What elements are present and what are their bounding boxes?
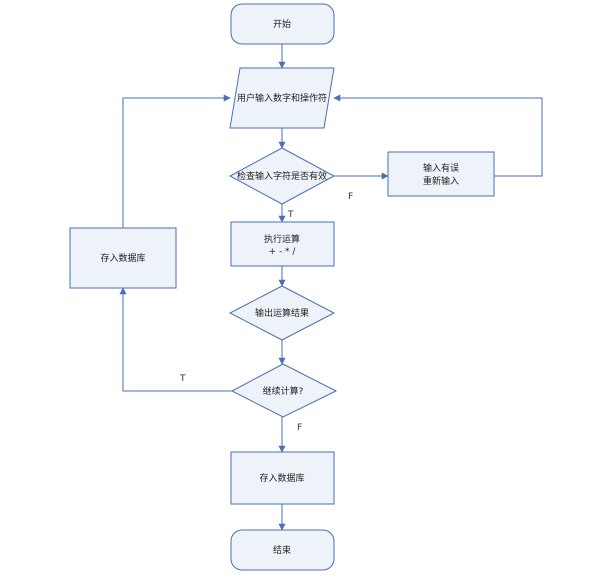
check-decision-shape: [228, 147, 336, 205]
edge-label-continue-false: F: [297, 423, 302, 433]
node-continue: 继续计算?: [230, 363, 338, 418]
execute-label-line1: 执行运算: [264, 233, 300, 245]
store-bottom-process-shape: [230, 451, 335, 505]
node-store-bottom: 存入数据库: [230, 451, 335, 505]
error-process-shape: [387, 151, 495, 197]
node-check: 检查输入字符是否有效: [228, 147, 336, 205]
start-terminator-shape: [230, 3, 335, 45]
edge-store-left-to-input: [122, 94, 231, 228]
error-label-line1: 输入有误: [423, 162, 459, 174]
edge-label-check-false: F: [348, 192, 353, 202]
node-execute: 执行运算 + - * /: [230, 221, 335, 267]
node-error: 输入有误 重新输入: [387, 151, 495, 197]
check-label: 检查输入字符是否有效: [237, 170, 327, 182]
node-store-left: 存入数据库: [69, 227, 177, 289]
edges: [119, 44, 543, 531]
node-end: 结束: [230, 529, 335, 571]
end-terminator-shape: [230, 529, 335, 571]
edge-error-to-input: [333, 94, 543, 177]
store-left-label: 存入数据库: [100, 252, 145, 264]
output-decision-shape: [228, 285, 336, 341]
continue-label: 继续计算?: [263, 385, 304, 397]
edge-label-check-true: T: [287, 210, 294, 220]
store-left-process-shape: [69, 227, 177, 289]
node-output: 输出运算结果: [228, 285, 336, 341]
input-parallelogram-shape: [229, 67, 335, 129]
error-label-line2: 重新输入: [423, 175, 459, 187]
continue-decision-shape: [230, 363, 338, 418]
node-start: 开始: [230, 3, 335, 45]
edge-continue-to-store-left: [119, 287, 232, 392]
execute-process-shape: [230, 221, 335, 267]
start-label: 开始: [273, 18, 291, 30]
input-label: 用户输入数字和操作符: [237, 92, 327, 104]
end-label: 结束: [273, 544, 291, 556]
execute-label-line2: + - * /: [269, 247, 297, 257]
store-bottom-label: 存入数据库: [259, 472, 304, 484]
edge-label-continue-true: T: [179, 374, 186, 384]
output-label: 输出运算结果: [255, 307, 309, 319]
node-input: 用户输入数字和操作符: [229, 67, 335, 129]
